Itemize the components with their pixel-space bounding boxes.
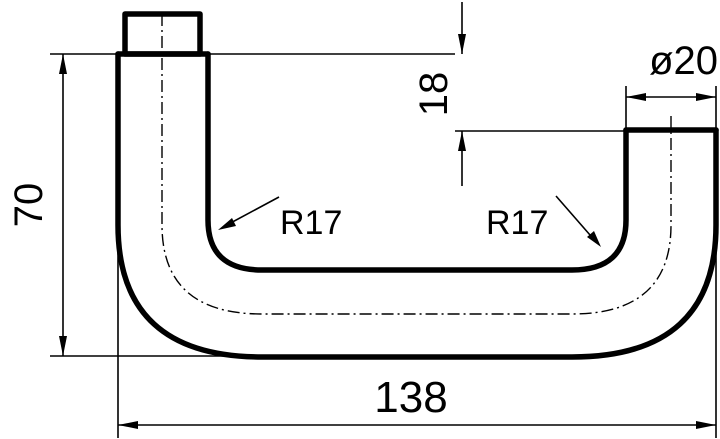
tube-outline [115,11,719,360]
dimension-diameter: ø20 [626,39,718,101]
radius-right-label: R17 [486,204,548,242]
dimension-70: 70 [7,54,67,356]
dimension-138: 138 [118,373,716,429]
radius-left-label: R17 [280,204,342,242]
dimension-18: 18 [412,2,466,186]
extension-lines [50,53,717,438]
dimension-138-label: 138 [374,373,447,422]
dimension-diameter-label: ø20 [649,39,718,83]
tube-outer-edge [115,51,719,360]
radius-left: R17 [218,196,342,242]
radius-right: R17 [486,195,601,247]
dimension-18-label: 18 [412,72,456,117]
tube-centerline [161,14,672,315]
dimension-70-label: 70 [7,183,51,228]
tube-inner-edge [205,51,629,273]
